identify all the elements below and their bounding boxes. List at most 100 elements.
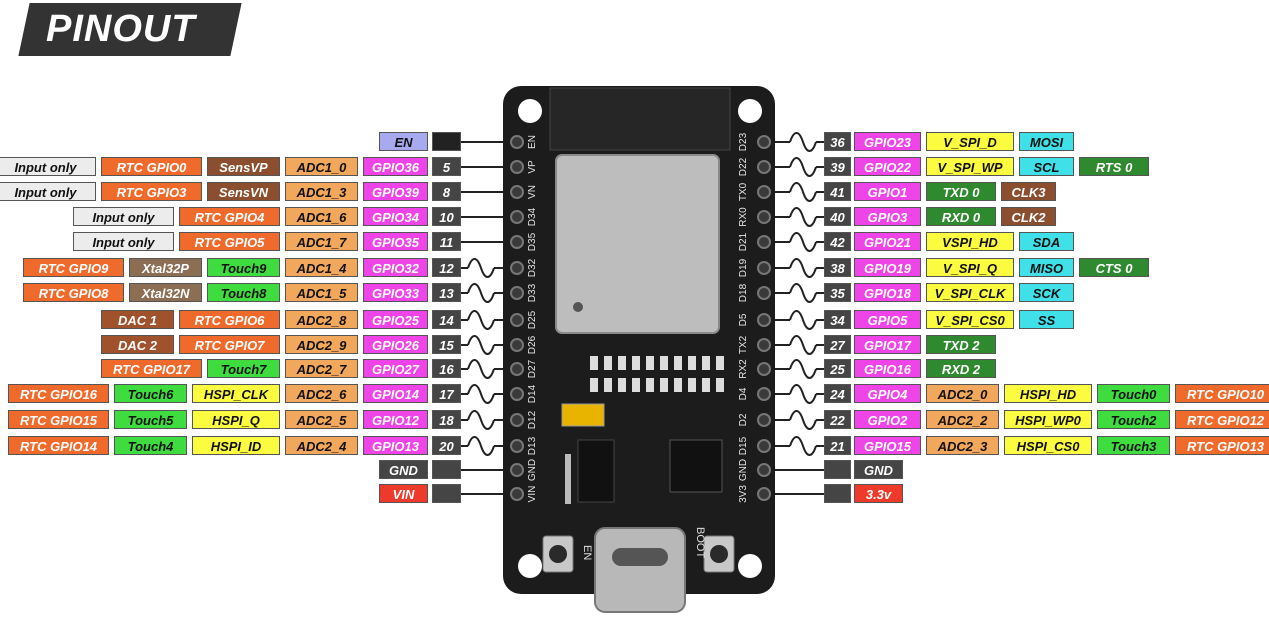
pwm-wave-icon: [789, 335, 817, 355]
pin-label-gpio: GPIO32: [363, 258, 428, 277]
pin-label-num: 10: [432, 207, 461, 226]
usb-c-port-icon: [612, 548, 668, 566]
pin-label-gpio: GPIO12: [363, 410, 428, 429]
pin-label-num: 13: [432, 283, 461, 302]
pin-label-txd: TXD 0: [926, 182, 996, 201]
pin-label-num: 22: [824, 410, 851, 429]
wifi-module-shield: [555, 154, 720, 334]
pin-label-touch: Touch3: [1097, 436, 1170, 455]
silk-pin-label: D22: [738, 157, 749, 176]
silk-pin-label: D25: [527, 310, 538, 329]
pwm-wave-icon: [467, 384, 495, 404]
pin-label-vspi: V_SPI_D: [926, 132, 1014, 151]
pin-label-touch: Touch6: [114, 384, 187, 403]
pin-label-gpio: GPIO36: [363, 157, 428, 176]
pwm-wave-icon: [789, 157, 817, 177]
pin-label-adc: ADC1_3: [285, 182, 358, 201]
smd-resistor: [716, 378, 724, 392]
pwm-wave-icon: [467, 310, 495, 330]
pin-label-white: Input only: [73, 232, 174, 251]
pin-label-gpio: GPIO19: [854, 258, 921, 277]
mount-hole-icon: [738, 554, 762, 578]
pwm-wave-icon: [467, 359, 495, 379]
pin-label-num: 34: [824, 310, 851, 329]
pin-label-gpio: GPIO39: [363, 182, 428, 201]
header-pin-icon: [757, 387, 771, 401]
silk-pin-label: GND: [527, 459, 538, 481]
silk-en-label: EN: [581, 545, 593, 560]
pin-label-num: 42: [824, 232, 851, 251]
pin-label-hspi: HSPI_CS0: [1004, 436, 1092, 455]
pin-label-adc: ADC2_9: [285, 335, 358, 354]
pin-label-num: 21: [824, 436, 851, 455]
pin-label-sens: SensVN: [207, 182, 280, 201]
silk-pin-label: VP: [527, 160, 538, 174]
pin-label-num: 27: [824, 335, 851, 354]
silk-pin-label: D23: [738, 132, 749, 151]
pwm-wave-icon: [789, 359, 817, 379]
pin-label-adc: ADC2_7: [285, 359, 358, 378]
smd-resistor: [618, 378, 626, 392]
pin-label-sens: SensVP: [207, 157, 280, 176]
pin-label-gpio: GPIO4: [854, 384, 921, 403]
silk-pin-label: D15: [738, 436, 749, 455]
pwm-wave-icon: [467, 436, 495, 456]
silk-pin-label: D18: [738, 283, 749, 302]
smd-resistor: [632, 356, 640, 370]
page-title: PINOUT: [46, 8, 196, 50]
pin-label-vspi: V_SPI_CLK: [926, 283, 1014, 302]
header-pin-icon: [510, 313, 524, 327]
pin-label-gnd: GND: [379, 460, 428, 479]
header-pin-icon: [510, 160, 524, 174]
pin-label-cyan: MOSI: [1019, 132, 1074, 151]
header-pin-icon: [510, 135, 524, 149]
pin-label-num: 14: [432, 310, 461, 329]
header-pin-icon: [510, 387, 524, 401]
pin-label-num: 38: [824, 258, 851, 277]
pin-label-hspi: HSPI_ID: [192, 436, 280, 455]
header-pin-icon: [757, 286, 771, 300]
header-pin-icon: [757, 185, 771, 199]
pin-label-gpio: GPIO5: [854, 310, 921, 329]
header-pin-icon: [757, 210, 771, 224]
pin-label-rtc: RTC GPIO14: [8, 436, 109, 455]
pin-label-cyan: SCL: [1019, 157, 1074, 176]
pin-label-gpio: GPIO14: [363, 384, 428, 403]
smd-resistor: [716, 356, 724, 370]
usb-c-connector[interactable]: [594, 527, 686, 613]
smd-resistor: [618, 356, 626, 370]
pin-label-num: 5: [432, 157, 461, 176]
pin-label-num: 36: [824, 132, 851, 151]
voltage-regulator: [577, 439, 615, 503]
pin-label-white: Input only: [0, 157, 96, 176]
pwm-wave-icon: [789, 258, 817, 278]
tantalum-capacitor: [561, 403, 605, 427]
silkscreen-labels: ENVPVND34D35D32D33D25D26D27D14D12D13GNDV…: [527, 132, 749, 503]
smd-resistor: [604, 378, 612, 392]
pin-label-num: 24: [824, 384, 851, 403]
pin-label-num: [432, 484, 461, 503]
header-pin-icon: [510, 185, 524, 199]
pin-label-hspi: HSPI_CLK: [192, 384, 280, 403]
pin-label-en: EN: [379, 132, 428, 151]
pwm-wave-icon: [789, 410, 817, 430]
header-pin-icon: [757, 160, 771, 174]
pin-label-rtc: RTC GPIO3: [101, 182, 202, 201]
silk-pin-label: D12: [527, 410, 538, 429]
silk-pin-label: D19: [738, 258, 749, 277]
pin-label-xtal: Xtal32P: [129, 258, 202, 277]
pwm-wave-icon: [789, 132, 817, 152]
pin-label-num: 35: [824, 283, 851, 302]
pin-label-num: 40: [824, 207, 851, 226]
silk-pin-label: D34: [527, 207, 538, 226]
pin-label-black: [432, 132, 461, 151]
silk-pin-label: D4: [738, 387, 749, 400]
pin-label-num: [432, 460, 461, 479]
antenna-area: [549, 87, 731, 151]
pin-label-gpio: GPIO33: [363, 283, 428, 302]
pin-label-adc: ADC1_5: [285, 283, 358, 302]
pwm-wave-icon: [467, 258, 495, 278]
pin-label-v33: 3.3v: [854, 484, 903, 503]
pin-label-num: 39: [824, 157, 851, 176]
